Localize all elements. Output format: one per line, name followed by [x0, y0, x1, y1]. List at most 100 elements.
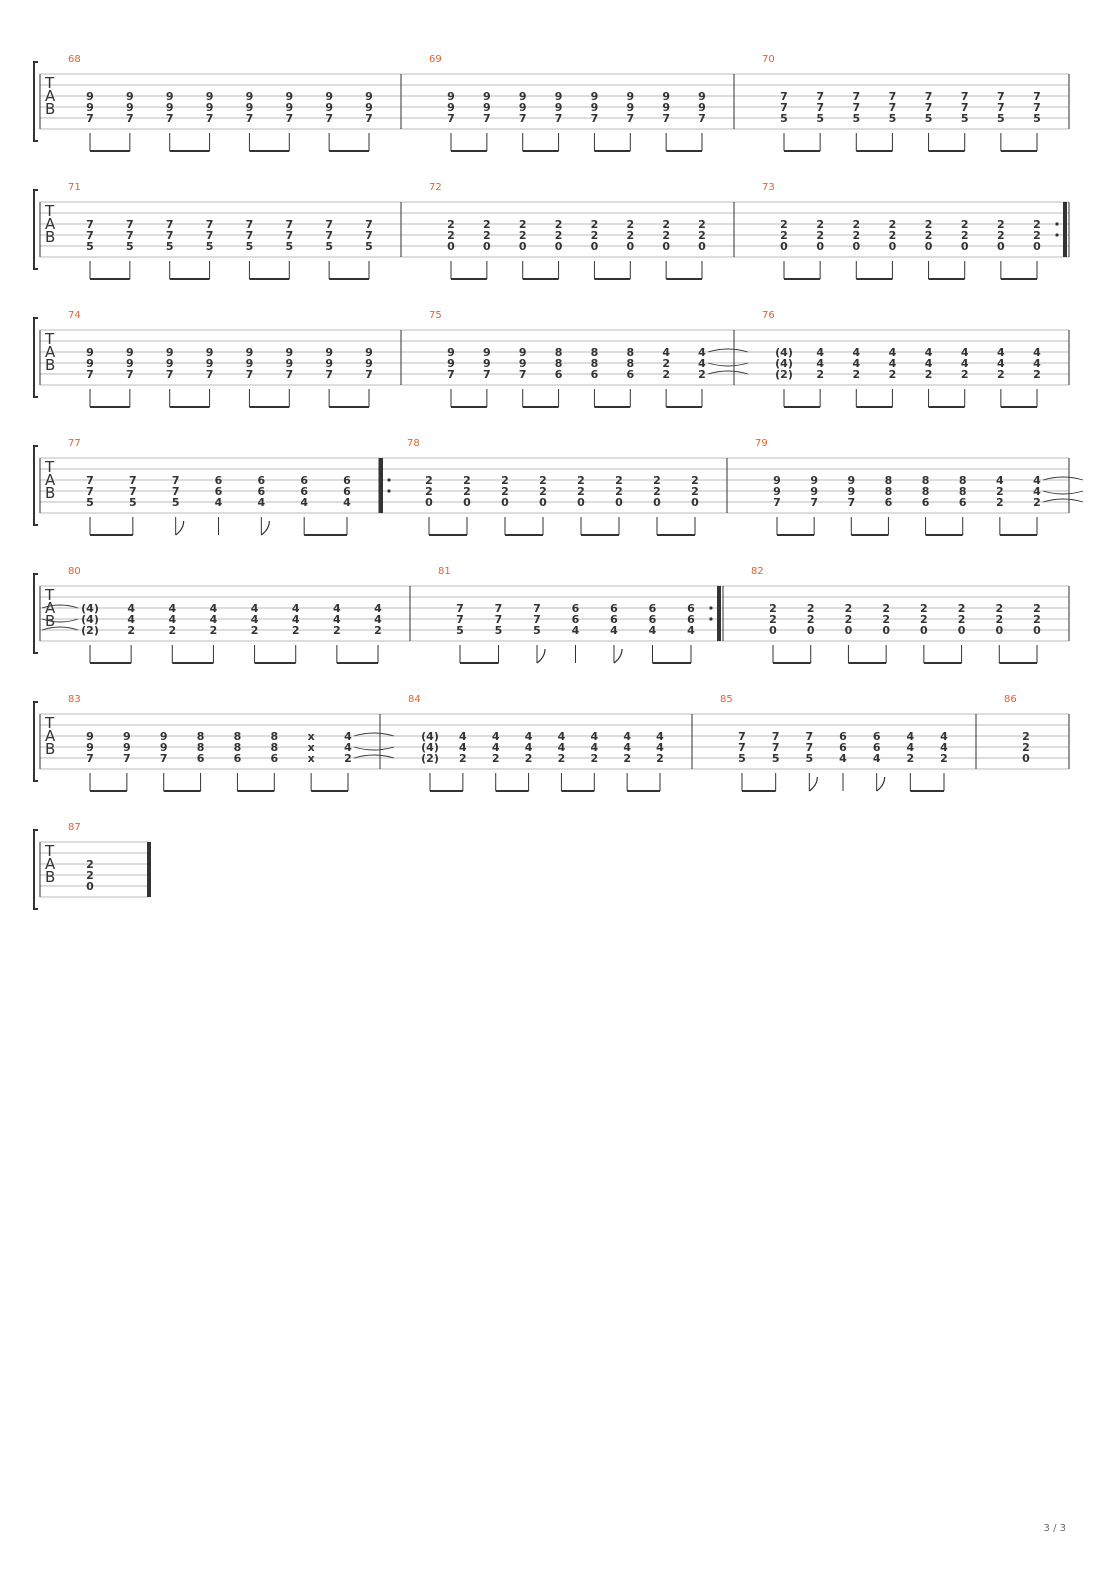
fret-number: 7: [806, 730, 814, 743]
fret-number: 5: [365, 240, 373, 253]
fret-number: 2: [1022, 730, 1030, 743]
fret-number: 2: [807, 613, 815, 626]
fret-number: 4: [816, 346, 824, 359]
fret-number: 7: [997, 101, 1005, 114]
fret-number: 7: [925, 101, 933, 114]
measure-number: 85: [720, 694, 733, 705]
fret-number: 7: [166, 218, 174, 231]
measure-number: 76: [762, 310, 775, 321]
fret-number: 5: [86, 496, 94, 509]
fret-number: 5: [780, 112, 788, 125]
fret-number: 2: [780, 218, 788, 231]
fret-number: 8: [270, 741, 278, 754]
fret-number: 9: [447, 90, 455, 103]
fret-number: 9: [126, 346, 134, 359]
fret-number: 4: [492, 741, 500, 754]
fret-number: 2: [662, 229, 670, 242]
fret-number: 5: [126, 240, 134, 253]
fret-number: 2: [1033, 368, 1041, 381]
fret-number: 4: [852, 346, 860, 359]
tab-clef-letter: B: [45, 868, 55, 886]
tie-arc: [707, 370, 749, 375]
fret-number: 9: [626, 101, 634, 114]
fret-number: 9: [773, 485, 781, 498]
fret-number: 5: [325, 240, 333, 253]
fret-number: 7: [365, 218, 373, 231]
fret-number: 2: [845, 613, 853, 626]
fret-number: (4): [81, 602, 99, 615]
fret-number: 2: [483, 229, 491, 242]
fret-number: 7: [852, 90, 860, 103]
fret-number: 8: [591, 346, 599, 359]
fret-number: 9: [483, 101, 491, 114]
tab-clef-letter: B: [45, 484, 55, 502]
fret-number: 2: [997, 368, 1005, 381]
fret-number: 7: [495, 602, 503, 615]
measure-number: 81: [438, 566, 451, 577]
fret-number: 7: [86, 752, 94, 765]
fret-number: 9: [365, 346, 373, 359]
fret-number: 4: [940, 730, 948, 743]
fret-number: 7: [456, 613, 464, 626]
fret-number: 0: [882, 624, 890, 637]
fret-number: 2: [519, 229, 527, 242]
fret-number: 8: [959, 485, 967, 498]
fret-number: 4: [1033, 357, 1041, 370]
eighth-flag: [808, 776, 818, 792]
fret-number: 7: [780, 90, 788, 103]
fret-number: 7: [773, 496, 781, 509]
fret-number: 9: [126, 90, 134, 103]
tie-arc: [353, 732, 395, 737]
fret-number: 2: [816, 229, 824, 242]
measure-number: 72: [429, 182, 442, 193]
fret-number: 7: [206, 218, 214, 231]
fret-number: 6: [839, 741, 847, 754]
repeat-dot: [387, 478, 391, 482]
fret-number: 0: [577, 496, 585, 509]
fret-number: 2: [889, 229, 897, 242]
repeat-dot: [1055, 222, 1059, 226]
fret-number: 9: [246, 357, 254, 370]
tie-arc: [1042, 498, 1084, 503]
fret-number: 7: [698, 112, 706, 125]
fret-number: 7: [126, 112, 134, 125]
repeat-dot: [1055, 233, 1059, 237]
fret-number: 4: [889, 357, 897, 370]
fret-number: 7: [86, 474, 94, 487]
fret-number: 4: [374, 613, 382, 626]
fret-number: 2: [210, 624, 218, 637]
fret-number: 0: [997, 240, 1005, 253]
measure-number: 80: [68, 566, 81, 577]
fret-number: 7: [246, 112, 254, 125]
fret-number: 6: [270, 752, 278, 765]
fret-number: 7: [325, 229, 333, 242]
fret-number: 5: [533, 624, 541, 637]
fret-number: 4: [210, 613, 218, 626]
fret-number: 2: [501, 474, 509, 487]
fret-number: 0: [86, 880, 94, 893]
fret-number: 9: [325, 357, 333, 370]
fret-number: 9: [519, 357, 527, 370]
fret-number: 2: [816, 218, 824, 231]
fret-number: 7: [447, 368, 455, 381]
fret-number: 9: [166, 346, 174, 359]
fret-number: 2: [698, 229, 706, 242]
repeat-dot: [709, 617, 713, 621]
fret-number: 7: [961, 90, 969, 103]
fret-number: 9: [206, 346, 214, 359]
fret-number: 9: [126, 101, 134, 114]
fret-number: 0: [852, 240, 860, 253]
system-bracket: [33, 701, 38, 782]
fret-number: 2: [852, 368, 860, 381]
fret-number: 7: [285, 218, 293, 231]
fret-number: 2: [662, 218, 670, 231]
fret-number: 4: [344, 730, 352, 743]
fret-number: 6: [649, 613, 657, 626]
fret-number: 2: [459, 752, 467, 765]
fret-number: 6: [610, 613, 618, 626]
tab-clef-letter: T: [44, 586, 55, 604]
fret-number: 7: [86, 368, 94, 381]
fret-number: 7: [129, 474, 137, 487]
fret-number: 0: [519, 240, 527, 253]
fret-number: 0: [769, 624, 777, 637]
